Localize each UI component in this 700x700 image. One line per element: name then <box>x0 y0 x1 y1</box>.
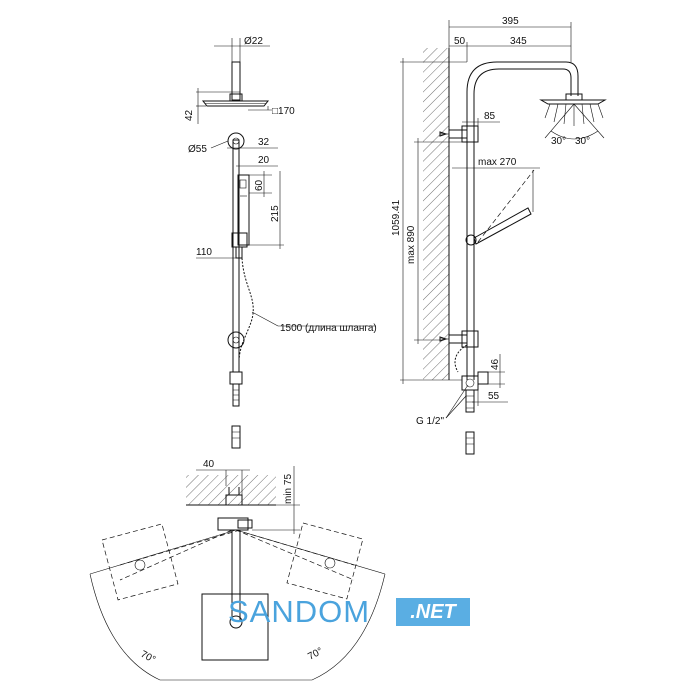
dim-395: 395 <box>502 16 519 27</box>
dim-thread: G 1/2" <box>416 416 444 427</box>
dim-d22: Ø22 <box>244 36 263 47</box>
angle-30-left: 30° <box>551 136 566 147</box>
top-wall-hatch <box>186 475 276 505</box>
side-valve <box>461 371 489 455</box>
dim-total-height: 1059.41 <box>391 199 402 236</box>
dim-20: 20 <box>258 155 270 166</box>
angle-70-left: 70° <box>139 649 158 666</box>
side-wall-hatch <box>423 48 449 380</box>
angle-70-right: 70° <box>306 646 325 663</box>
side-pipe <box>466 61 579 380</box>
top-view: 70° 70° 40 min 75 <box>89 459 386 681</box>
top-head-swung-right <box>286 522 364 600</box>
dim-min-75: min 75 <box>283 474 294 504</box>
dim-max-270: max 270 <box>478 157 517 168</box>
dim-46: 46 <box>490 358 501 370</box>
top-mount <box>217 487 253 531</box>
dim-42: 42 <box>184 109 195 121</box>
front-valve <box>229 371 243 449</box>
top-head-square <box>201 593 269 661</box>
dim-85: 85 <box>484 111 496 122</box>
side-top-bracket <box>439 125 479 143</box>
dim-50: 50 <box>454 36 466 47</box>
dim-max-890: max 890 <box>406 225 417 264</box>
watermark-brand: SANDOM <box>228 594 371 629</box>
front-riser <box>231 61 241 101</box>
dim-40: 40 <box>203 459 215 470</box>
top-arm <box>231 530 241 620</box>
dim-d55: Ø55 <box>188 144 207 155</box>
dim-110: 110 <box>196 247 212 258</box>
front-shower-head <box>201 93 270 107</box>
dim-215: 215 <box>270 205 281 222</box>
side-shower-head <box>539 93 607 140</box>
dim-hose-length: 1500 (длина шланга) <box>280 323 377 334</box>
top-swing-arc <box>89 573 386 681</box>
side-hose <box>454 344 468 373</box>
front-view: Ø22 42 □170 Ø55 32 20 60 215 110 <box>184 36 377 449</box>
front-hose <box>238 257 254 361</box>
side-hand-shower <box>465 169 535 246</box>
dim-345: 345 <box>510 36 527 47</box>
dim-55: 55 <box>488 391 500 402</box>
side-bottom-bracket <box>439 330 479 348</box>
angle-30-right: 30° <box>575 136 590 147</box>
dim-32: 32 <box>258 137 270 148</box>
side-view: 30° 30° <box>391 16 607 455</box>
dim-head-square: □170 <box>272 106 295 117</box>
top-head-swung-left <box>101 523 179 601</box>
watermark-tld: .NET <box>396 598 470 626</box>
dim-60: 60 <box>254 179 265 191</box>
